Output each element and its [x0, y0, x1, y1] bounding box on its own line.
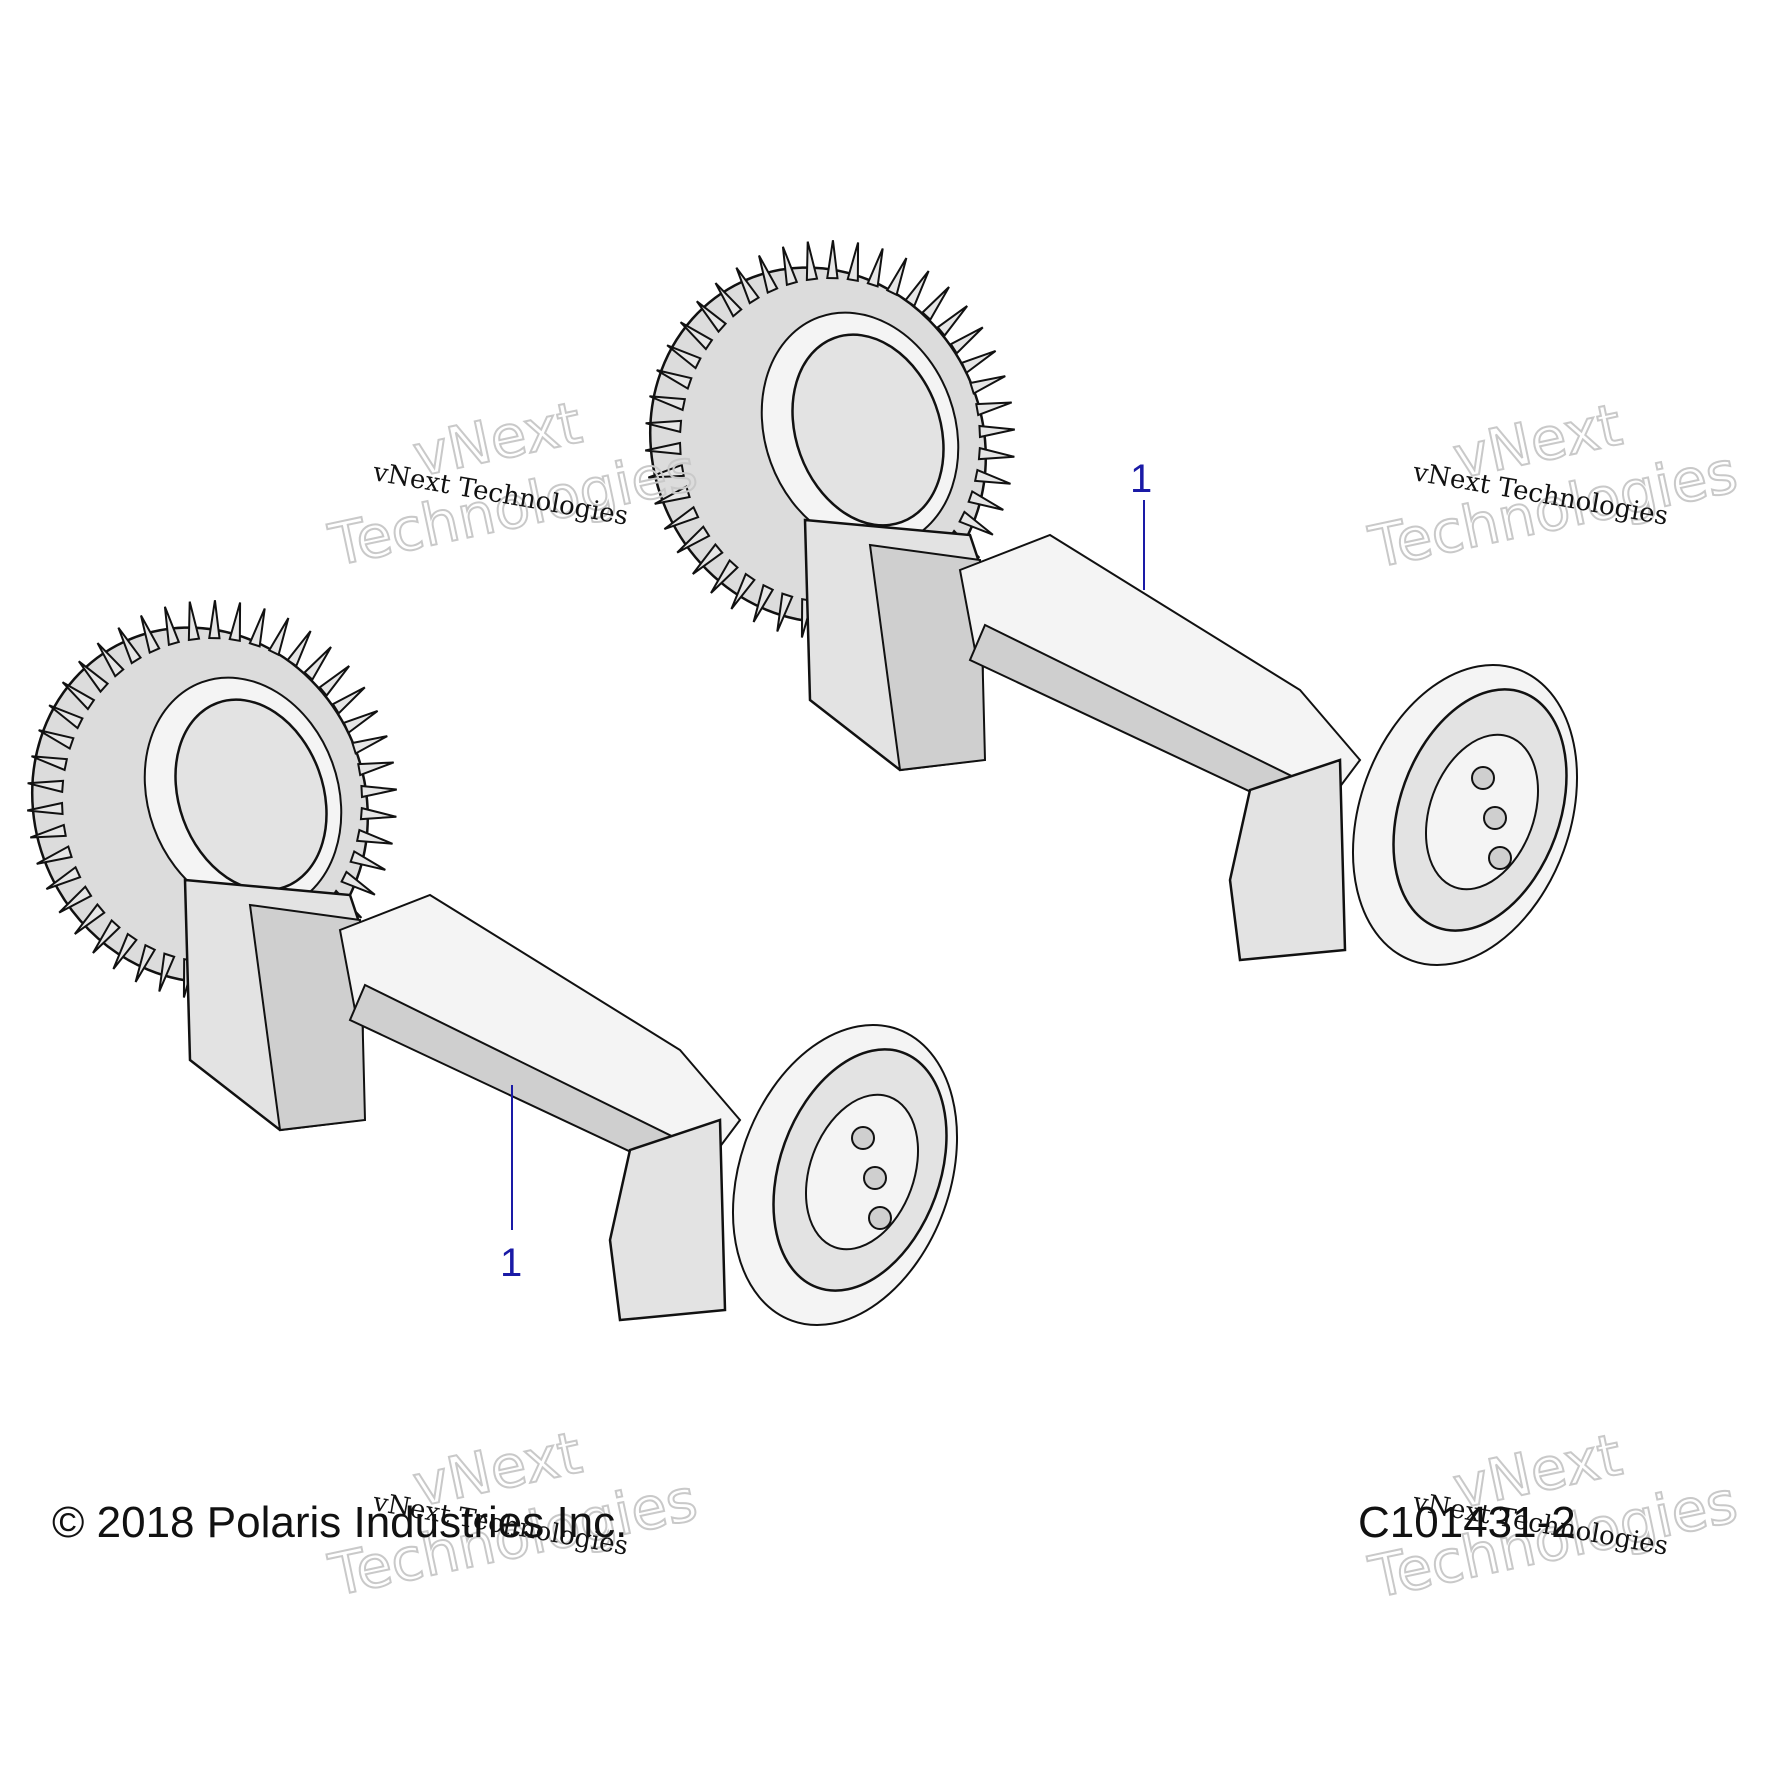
gear-tooth — [36, 845, 73, 865]
gear-tooth — [355, 828, 393, 845]
gear-tooth — [357, 761, 395, 777]
gear-tooth — [331, 686, 366, 715]
gear-tooth — [351, 735, 388, 755]
gear-tooth — [78, 660, 110, 694]
gear-tooth — [692, 542, 724, 575]
gear-tooth — [758, 255, 779, 295]
gear-tooth — [645, 441, 682, 456]
gear-tooth — [710, 558, 739, 594]
gear-tooth — [112, 932, 138, 970]
gear-tooth — [38, 729, 75, 751]
gear-tooth — [318, 665, 350, 698]
gear-tooth — [163, 606, 181, 647]
gear-tooth — [48, 704, 84, 730]
gear-tooth — [248, 608, 266, 648]
gear-tooth — [340, 870, 376, 896]
gear-tooth — [975, 401, 1013, 417]
gear-tooth — [61, 681, 96, 711]
gear-tooth — [696, 300, 728, 334]
gear-tooth — [978, 424, 1015, 439]
gear-tooth — [27, 801, 64, 816]
gear-tooth — [967, 489, 1004, 511]
watermark-upper-right: vNext Technologies — [1362, 389, 1744, 582]
gear-tooth — [714, 282, 743, 318]
gear-tooth — [31, 755, 69, 772]
gear-tooth — [776, 592, 794, 632]
gear-tooth — [134, 943, 157, 983]
gear-tooth — [960, 349, 997, 375]
gear-tooth — [977, 446, 1015, 461]
gear-tooth — [96, 642, 125, 678]
gear-tooth — [645, 419, 683, 434]
gear-tooth — [866, 248, 884, 288]
gear-tooth — [29, 823, 67, 839]
gear-tooth — [735, 267, 761, 305]
gear-tooth — [647, 463, 685, 479]
gear-tooth — [949, 326, 984, 355]
gear-tooth — [958, 510, 994, 536]
gear-tooth — [904, 270, 930, 308]
callout-label-upper: 1 — [1130, 457, 1152, 501]
callout-label-lower: 1 — [500, 1241, 522, 1285]
gear-tooth — [885, 257, 908, 297]
gear-tooth — [360, 784, 397, 799]
gear-tooth — [349, 849, 386, 871]
gear-tooth — [342, 709, 379, 735]
copyright-text: © 2018 Polaris Industries Inc. — [52, 1498, 627, 1547]
gear-tooth — [117, 627, 143, 665]
gear-tooth — [676, 525, 711, 554]
gear-tooth — [663, 505, 700, 531]
gear-tooth — [267, 617, 290, 657]
gear-tooth — [654, 485, 691, 505]
gear-tooth — [58, 885, 93, 914]
gear-tooth — [826, 240, 839, 280]
callout-upper: 1 — [1130, 457, 1152, 590]
gear-tooth — [158, 952, 176, 992]
gear-tooth — [679, 321, 714, 351]
gear-tooth — [752, 583, 775, 623]
gear-tooth — [649, 395, 687, 412]
gear-tooth — [303, 646, 332, 682]
gear-tooth — [27, 779, 65, 794]
gear-tooth — [187, 601, 201, 642]
gear-tooth — [973, 468, 1011, 485]
gear-tooth — [74, 902, 106, 935]
gear-tooth — [666, 344, 702, 370]
gear-tooth — [140, 615, 161, 655]
gear-tooth — [45, 865, 82, 891]
gear-tooth — [359, 806, 397, 821]
gear-tooth — [781, 246, 799, 287]
gear-tooth — [208, 600, 221, 640]
gear-tooth — [846, 242, 860, 282]
gear-tooth — [730, 572, 756, 610]
balance-shaft-upper — [645, 240, 1579, 967]
gear-tooth — [228, 602, 242, 642]
watermark-upper-left: vNext Technologies — [322, 387, 704, 580]
callout-lower: 1 — [500, 1085, 522, 1285]
gear-tooth — [286, 630, 312, 668]
figure-id: C101431-2 — [1358, 1498, 1576, 1547]
gear-tooth — [936, 305, 968, 338]
gear-tooth — [969, 375, 1006, 395]
gear-tooth — [92, 918, 121, 954]
balance-shaft-lower — [27, 600, 959, 1327]
gear-tooth — [805, 241, 819, 282]
gear-tooth — [921, 286, 950, 322]
gear-tooth — [656, 369, 693, 391]
